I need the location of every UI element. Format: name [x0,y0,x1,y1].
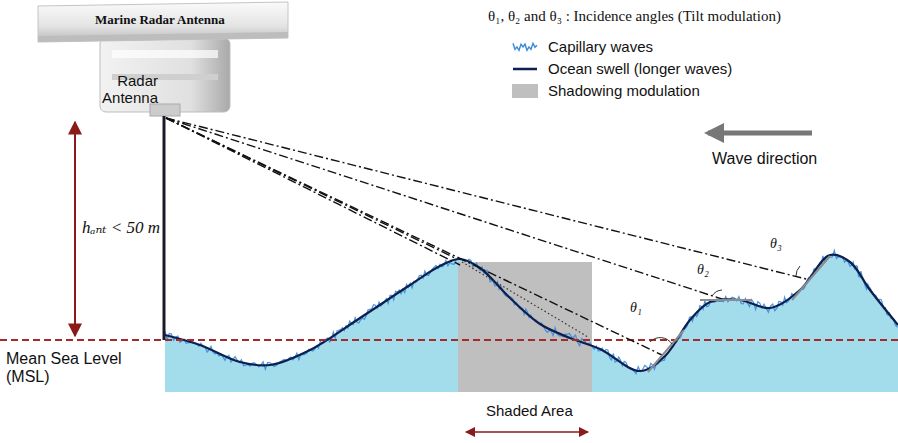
shaded-area-label: Shaded Area [486,402,573,419]
radar-ray [166,118,455,258]
shaded-area-arrow [466,431,588,433]
legend-text: Shadowing modulation [548,82,700,99]
angle-label: θ₁ [630,300,642,316]
angle-arc [650,338,672,344]
radar-rays [166,118,830,372]
surface-tangent [648,330,684,372]
msl-label: Mean Sea Level (MSL) [6,350,131,387]
radar-ray [166,118,460,265]
antenna-brand-label: Marine Radar Antenna [95,13,225,28]
sea-water [165,250,898,392]
surface-tangent [792,256,830,300]
radar-ray [166,118,725,300]
angle-arc [712,290,722,296]
legend-entry: Ocean swell (longer waves) [512,60,732,77]
shadow-boundary [462,262,588,337]
angle-legend-note: θ₁, θ₂ and θ₃ : Incidence angles (Tilt m… [488,8,781,25]
legend-sample [512,84,538,98]
legend-text: Ocean swell (longer waves) [548,60,732,77]
swell-sample [512,61,538,77]
legend-entry: Capillary waves [512,38,653,55]
angle-label: θ₃ [770,236,782,252]
legend-text: Capillary waves [548,38,653,55]
antenna-height-label: hₐₙₜ < 50 m [82,218,160,238]
capillary-waves [165,250,898,373]
mean-sea-level-line [0,339,898,341]
radar-antenna [38,2,288,116]
wave-direction-label: Wave direction [712,150,817,168]
antenna-mast [163,116,166,340]
angle-arc [796,266,800,276]
wave-direction-arrow [708,131,812,136]
ocean-swell-line [165,255,898,371]
radar-ray [166,118,662,355]
capillary-sample [512,39,538,55]
height-arrow [74,122,76,336]
legend-sample [512,39,538,55]
shadow-region [458,262,592,392]
angle-label: θ₂ [697,262,709,278]
legend-sample [512,61,538,77]
antenna-label: Radar Antenna [84,72,158,107]
surface-tangent [700,299,752,301]
legend-entry: Shadowing modulation [512,82,700,99]
radar-ray [166,118,810,280]
